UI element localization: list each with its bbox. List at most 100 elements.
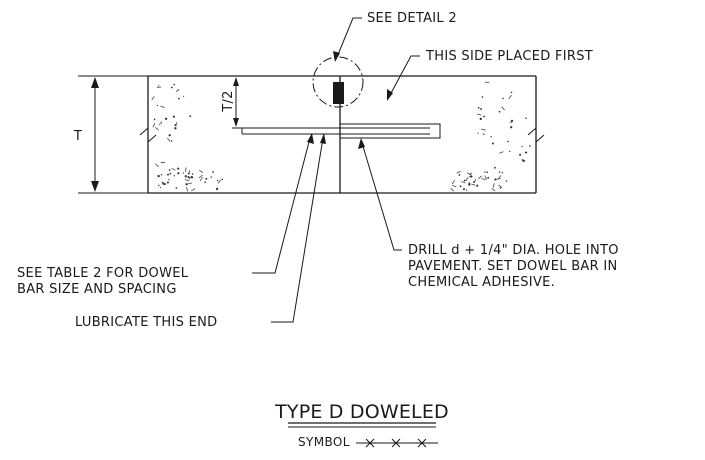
- aggregate-dot: [483, 133, 485, 135]
- aggregate-dot: [158, 184, 160, 187]
- aggregate-dot: [510, 119, 514, 123]
- aggregate-speck: [508, 95, 512, 100]
- aggregate-speck: [451, 185, 457, 188]
- dowel-bar: [241, 127, 430, 135]
- aggregate-speck: [461, 181, 466, 184]
- aggregate-dot: [494, 178, 497, 181]
- aggregate-speck: [151, 96, 155, 101]
- aggregate-dot: [521, 145, 523, 148]
- aggregate-dot: [168, 134, 171, 137]
- aggregate-dot: [499, 187, 502, 189]
- aggregate-dot: [170, 86, 173, 89]
- aggregate-dot: [159, 186, 162, 189]
- aggregate-dot: [173, 83, 176, 86]
- aggregate-dot: [164, 117, 168, 120]
- aggregate-dot: [479, 117, 482, 121]
- aggregate-dot: [509, 150, 511, 153]
- concrete-slab: [139, 75, 545, 194]
- aggregate-dot: [176, 90, 178, 92]
- aggregate-speck: [155, 163, 159, 168]
- aggregate-dot: [169, 172, 172, 175]
- aggregate-speck: [451, 180, 456, 185]
- aggregate-dot: [510, 91, 513, 94]
- aggregate-speck: [156, 86, 162, 88]
- aggregate-dot: [525, 117, 527, 119]
- aggregate-dot: [473, 180, 476, 183]
- leader-drill: [358, 138, 402, 251]
- aggregate-speck: [171, 167, 176, 171]
- aggregate-speck: [498, 184, 503, 189]
- aggregate-dot: [158, 85, 160, 87]
- aggregate-speck: [217, 179, 222, 184]
- aggregate-dot: [187, 172, 190, 175]
- aggregate-speck: [481, 178, 486, 181]
- callout-table-line1: SEE TABLE 2 FOR DOWEL: [17, 266, 189, 281]
- aggregate-dot: [529, 145, 531, 147]
- callout-lubricate: LUBRICATE THIS END: [75, 315, 217, 330]
- aggregate-dot: [204, 181, 207, 183]
- aggregate-speck: [476, 113, 482, 116]
- aggregate-speck: [199, 176, 203, 182]
- aggregate-dot: [166, 181, 169, 184]
- aggregate-dot: [510, 126, 513, 129]
- aggregate-speck: [478, 175, 482, 180]
- aggregate-dot: [505, 180, 508, 182]
- dimension-half-label: T/2: [221, 90, 236, 113]
- aggregate-dot: [177, 89, 180, 91]
- aggregate-dot: [215, 187, 219, 191]
- leader-see-table: [252, 133, 314, 274]
- callout-see-detail: SEE DETAIL 2: [367, 11, 457, 26]
- aggregate-dot: [487, 176, 490, 179]
- leader-side-placed: [387, 55, 420, 101]
- aggregate-dot: [519, 153, 522, 156]
- dimension-t-label: T: [73, 129, 82, 144]
- aggregate-dot: [163, 182, 166, 186]
- dowel-joint-symbol-icon: [356, 438, 438, 448]
- aggregate-dot: [463, 179, 466, 182]
- joint-sealant: [333, 82, 344, 104]
- aggregate-dot: [466, 189, 468, 191]
- aggregate-dot: [173, 175, 175, 177]
- aggregate-dot: [161, 181, 164, 184]
- aggregate-dot: [481, 96, 484, 98]
- aggregate-speck: [492, 183, 495, 188]
- aggregate-dot: [167, 173, 169, 176]
- aggregate-dot: [470, 175, 473, 178]
- aggregate-dot: [168, 169, 171, 171]
- thickness-dimension: [78, 75, 148, 194]
- aggregate-dot: [178, 97, 180, 100]
- aggregate-speck: [501, 106, 505, 111]
- aggregate-dot: [493, 166, 496, 169]
- leader-see-detail: [333, 17, 362, 62]
- aggregate-speck: [158, 121, 163, 126]
- aggregate-dot: [212, 171, 214, 173]
- aggregate-dot: [182, 172, 184, 174]
- leader-lubricate: [271, 133, 326, 323]
- aggregate-dot: [458, 174, 461, 176]
- aggregate-speck: [471, 183, 476, 186]
- aggregate-dot: [221, 178, 224, 181]
- aggregate-dot: [510, 121, 512, 123]
- aggregate-speck: [185, 167, 187, 172]
- aggregate-dot: [474, 179, 477, 181]
- detail-title: TYPE D DOWELED: [274, 401, 449, 423]
- aggregate-speck: [186, 187, 189, 192]
- aggregate-dot: [177, 172, 180, 175]
- aggregate-speck: [450, 187, 455, 192]
- aggregate-speck: [152, 123, 156, 128]
- aggregate-speck: [187, 182, 193, 185]
- aggregate-dot: [183, 95, 185, 97]
- aggregate-dot: [486, 171, 489, 174]
- aggregate-dot: [170, 140, 173, 142]
- aggregate-dot: [184, 175, 187, 178]
- detail-circle: [312, 56, 364, 108]
- aggregate-dot: [468, 183, 471, 186]
- aggregate-dot: [156, 104, 159, 107]
- symbol-label: SYMBOL: [298, 435, 350, 449]
- aggregate-dot: [498, 171, 501, 173]
- aggregate-dot: [525, 151, 528, 154]
- callout-drill-line2: PAVEMENT. SET DOWEL BAR IN: [408, 259, 618, 274]
- callout-table-line2: BAR SIZE AND SPACING: [17, 282, 177, 297]
- aggregate-speck: [481, 128, 486, 131]
- aggregate-dot: [187, 176, 190, 179]
